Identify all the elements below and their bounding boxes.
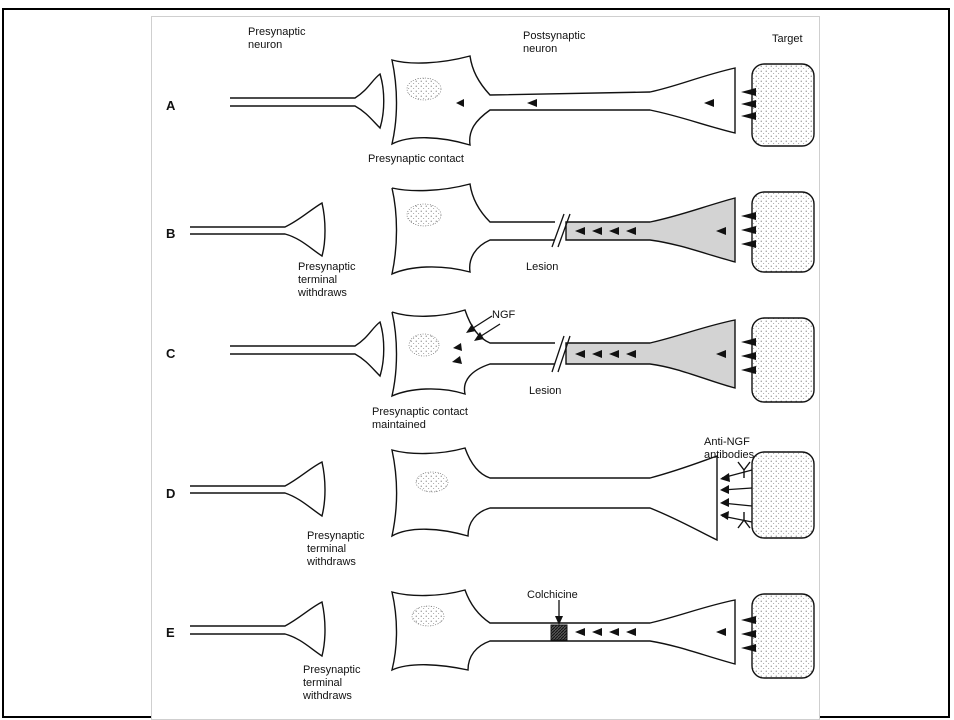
target-arrow-c2: [741, 352, 756, 360]
header-presynaptic-line2: neuron: [248, 39, 282, 51]
row-d: D Anti-NGF antibodies Presynaptic termin…: [166, 436, 814, 568]
lesion-label-b: Lesion: [526, 261, 558, 273]
target-arrow-c1: [741, 338, 756, 346]
presynaptic-axon-c: [230, 322, 384, 376]
row-e-caption-line1: Presynaptic: [303, 664, 361, 676]
row-label-d: D: [166, 486, 175, 501]
row-label-a: A: [166, 98, 176, 113]
target-arrow-a2: [741, 100, 756, 108]
presynaptic-axon-a: [230, 74, 384, 128]
header-postsynaptic-line2: neuron: [523, 43, 557, 55]
row-b-caption-line2: terminal: [298, 274, 337, 286]
presynaptic-axon-d: [190, 462, 325, 516]
transport-arrow-c1: [453, 343, 462, 351]
row-a: A Presynaptic contact: [166, 56, 814, 165]
target-tissue-c: [752, 318, 814, 402]
target-tissue-b: [752, 192, 814, 272]
ngf-label: NGF: [492, 309, 516, 321]
lesion-mark-c1: [552, 336, 564, 372]
row-b-caption-line1: Presynaptic: [298, 261, 356, 273]
colchicine-label: Colchicine: [527, 589, 578, 601]
ngf-arrow-head-2: [474, 332, 484, 341]
target-tissue-e: [752, 594, 814, 678]
row-c-caption-line1: Presynaptic contact: [372, 406, 468, 418]
antibody-label-line1: Anti-NGF: [704, 436, 750, 448]
target-arrowhead-d1: [720, 473, 730, 482]
row-a-caption: Presynaptic contact: [368, 153, 464, 165]
row-label-b: B: [166, 226, 175, 241]
target-arrow-e3: [741, 644, 756, 652]
postsynaptic-cell-body-a: [392, 56, 735, 145]
target-arrow-e1: [741, 616, 756, 624]
target-arrow-b2: [741, 226, 756, 234]
distal-axon-c: [566, 320, 735, 388]
header-postsynaptic-line1: Postsynaptic: [523, 30, 586, 42]
target-arrow-a3: [741, 112, 756, 120]
colchicine-block: [551, 625, 567, 640]
presynaptic-axon-e: [190, 602, 325, 656]
row-d-caption-line1: Presynaptic: [307, 530, 365, 542]
postsynaptic-cell-body-d: [392, 448, 717, 540]
presynaptic-axon-b: [190, 203, 325, 256]
target-arrowhead-d3: [720, 498, 729, 507]
row-b-caption-line3: withdraws: [297, 287, 347, 299]
target-tissue-d: [752, 452, 814, 538]
header-presynaptic-line1: Presynaptic: [248, 26, 306, 38]
row-b: B Lesion Presynaptic terminal withdraws: [166, 184, 814, 299]
lesion-mark-b1: [552, 214, 564, 247]
row-d-caption-line2: terminal: [307, 543, 346, 555]
nucleus-c: [409, 334, 439, 356]
antibody-icon-1: [738, 462, 750, 478]
target-arrowhead-d2: [720, 485, 729, 494]
header-target: Target: [772, 33, 803, 45]
target-tissue-a: [752, 64, 814, 146]
nucleus-e: [412, 606, 444, 626]
row-label-c: C: [166, 346, 176, 361]
row-c-caption-line2: maintained: [372, 419, 426, 431]
target-arrow-b1: [741, 212, 756, 220]
lesion-label-c: Lesion: [529, 385, 561, 397]
target-arrow-b3: [741, 240, 756, 248]
row-e-caption-line2: terminal: [303, 677, 342, 689]
row-d-caption-line3: withdraws: [306, 556, 356, 568]
nucleus-b: [407, 204, 441, 226]
nucleus-d: [416, 472, 448, 492]
transport-arrow-c2: [452, 356, 462, 364]
target-arrow-a1: [741, 88, 756, 96]
nucleus-a: [407, 78, 441, 100]
row-label-e: E: [166, 625, 175, 640]
target-arrow-c3: [741, 366, 756, 374]
row-e: E Colchicine Presynaptic terminal withdr…: [166, 589, 814, 702]
target-arrow-e2: [741, 630, 756, 638]
antibody-label-line2: antibodies: [704, 449, 755, 461]
target-arrowhead-d4: [720, 511, 729, 520]
distal-axon-b: [566, 198, 735, 262]
row-e-caption-line3: withdraws: [302, 690, 352, 702]
row-c: C NGF Lesion Presynaptic contact: [166, 309, 814, 431]
